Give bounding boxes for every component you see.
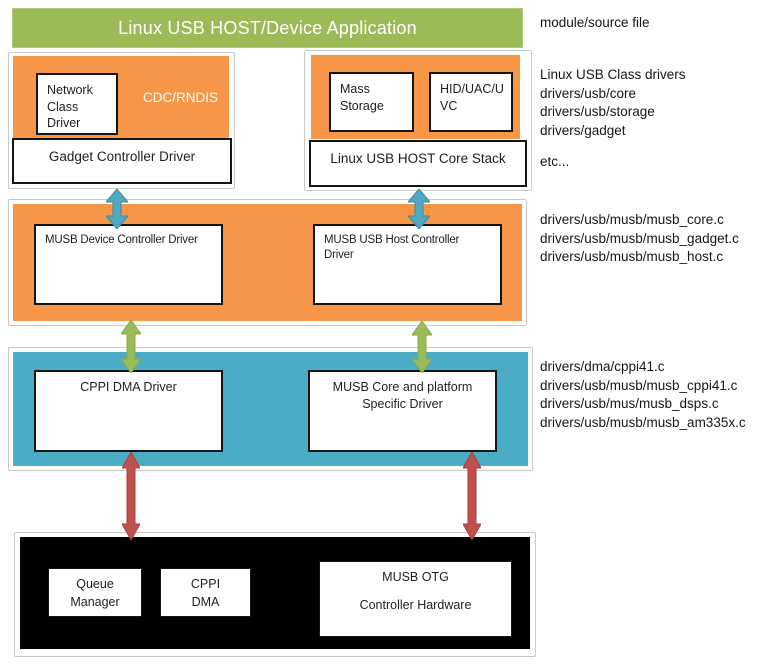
musb-core-platform-driver-box: MUSB Core and platform Specific Driver	[308, 370, 497, 452]
arrow-platform-driver-otg	[463, 452, 481, 540]
mass-storage-box: Mass Storage	[329, 72, 414, 132]
queue-manager-box: Queue Manager	[48, 568, 142, 617]
gadget-controller-driver-box: Gadget Controller Driver	[12, 138, 232, 184]
musb-otg-controller-hardware-box: MUSB OTG Controller Hardware	[319, 561, 512, 637]
arrow-musb-device-cppi	[121, 320, 141, 373]
musb-files-annotation: drivers/usb/musb/musb_core.c drivers/usb…	[540, 212, 739, 264]
musb-usb-host-controller-driver-box: MUSB USB Host Controller Driver	[313, 224, 502, 305]
network-class-driver-box: Network Class Driver	[36, 73, 118, 135]
musb-device-controller-driver-box: MUSB Device Controller Driver	[34, 224, 223, 305]
linux-usb-host-core-stack-box: Linux USB HOST Core Stack	[309, 140, 527, 187]
application-layer-title: Linux USB HOST/Device Application	[118, 17, 417, 38]
arrow-musb-host-platform	[412, 321, 432, 373]
arrow-gadget-musb-device	[106, 189, 128, 229]
cdc-rndis-label: CDC/RNDIS	[143, 90, 219, 105]
platform-files-annotation: drivers/dma/cppi41.c drivers/usb/musb/mu…	[540, 359, 746, 430]
hid-uac-uvc-box: HID/UAC/U VC	[429, 72, 513, 132]
arrow-cppi-driver-hardware	[122, 452, 140, 540]
module-source-file-label: module/source file	[540, 15, 650, 30]
cppi-dma-driver-box: CPPI DMA Driver	[34, 370, 223, 452]
application-layer-bar: Linux USB HOST/Device Application	[12, 8, 523, 48]
arrow-corestack-musb-host	[408, 189, 430, 229]
cppi-dma-hw-box: CPPI DMA	[160, 568, 251, 617]
etc-label: etc...	[540, 154, 570, 169]
class-drivers-annotation: Linux USB Class drivers drivers/usb/core…	[540, 67, 686, 138]
